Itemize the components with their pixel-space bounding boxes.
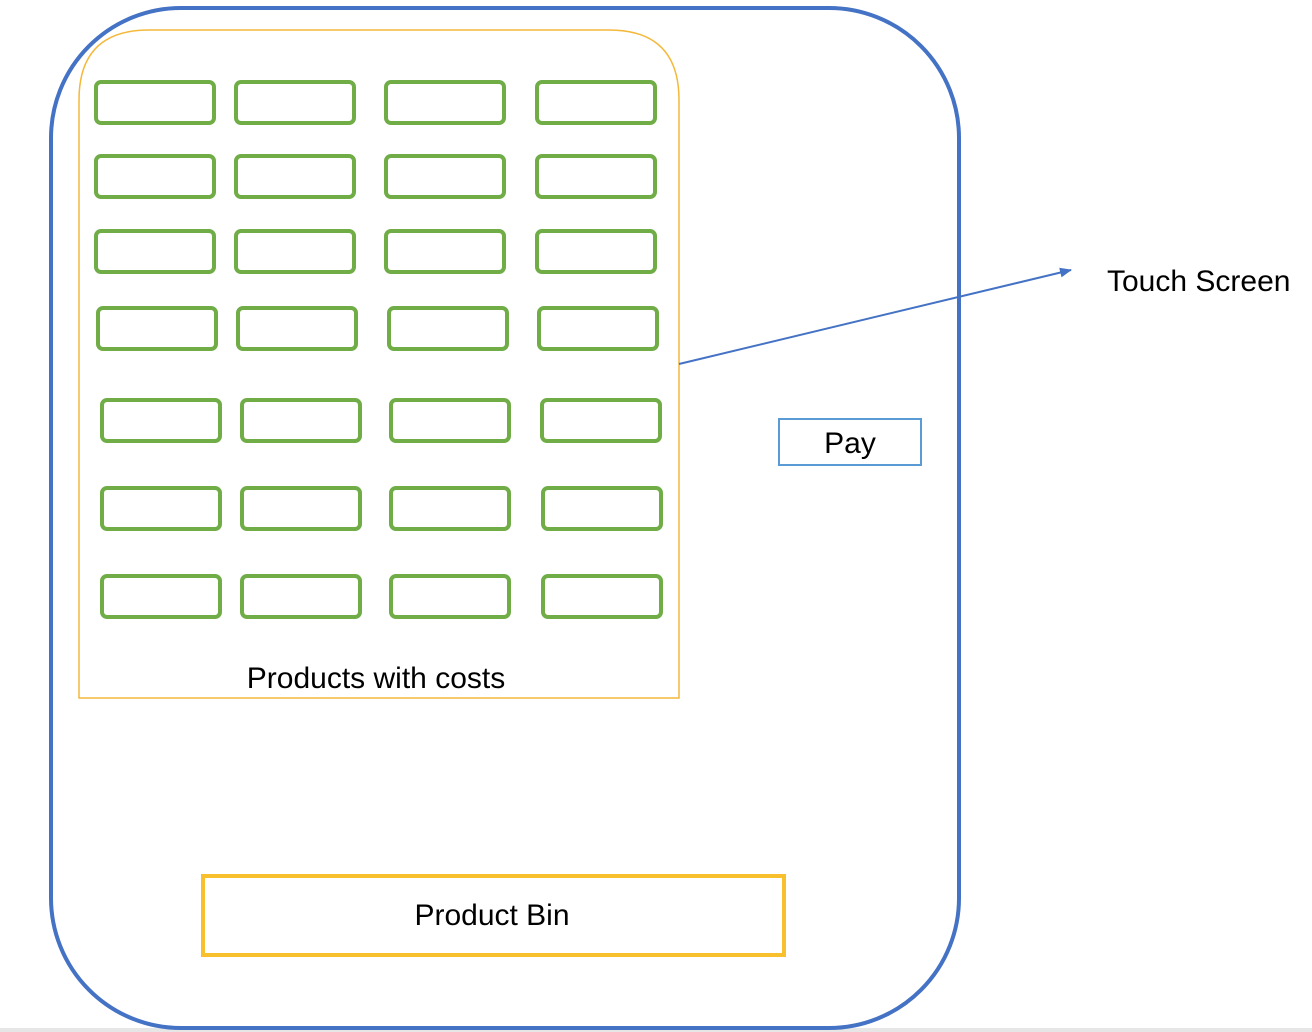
product-slot-r2-c1[interactable] bbox=[94, 154, 216, 199]
product-slot-r1-c4[interactable] bbox=[535, 80, 657, 125]
pay-button-label: Pay bbox=[824, 427, 876, 460]
product-slot-r5-c2[interactable] bbox=[240, 398, 362, 443]
product-slot-r7-c1[interactable] bbox=[100, 574, 222, 619]
product-slot-r6-c2[interactable] bbox=[240, 486, 362, 531]
product-slot-r5-c4[interactable] bbox=[540, 398, 662, 443]
product-slot-r7-c2[interactable] bbox=[240, 574, 362, 619]
product-slot-r6-c4[interactable] bbox=[541, 486, 663, 531]
product-slot-r4-c2[interactable] bbox=[236, 306, 358, 351]
product-bin[interactable]: Product Bin bbox=[201, 874, 786, 957]
products-area-label: Products with costs bbox=[247, 662, 505, 695]
product-slot-r6-c1[interactable] bbox=[100, 486, 222, 531]
touch-screen-callout-arrow bbox=[678, 267, 1072, 365]
product-slot-r7-c4[interactable] bbox=[541, 574, 663, 619]
product-slot-r4-c3[interactable] bbox=[387, 306, 509, 351]
product-slot-r2-c2[interactable] bbox=[234, 154, 356, 199]
product-slot-r5-c3[interactable] bbox=[389, 398, 511, 443]
product-slots-grid bbox=[94, 80, 663, 619]
product-slot-r5-c1[interactable] bbox=[100, 398, 222, 443]
product-slot-r4-c1[interactable] bbox=[96, 306, 218, 351]
product-slot-r3-c1[interactable] bbox=[94, 229, 216, 274]
product-slot-r2-c4[interactable] bbox=[535, 154, 657, 199]
product-bin-label: Product Bin bbox=[414, 899, 569, 932]
product-slot-r1-c2[interactable] bbox=[234, 80, 356, 125]
touch-screen-label: Touch Screen bbox=[1107, 265, 1290, 298]
product-slot-r3-c4[interactable] bbox=[535, 229, 657, 274]
products-area-outline bbox=[78, 29, 680, 699]
product-slot-r7-c3[interactable] bbox=[389, 574, 511, 619]
product-slot-r4-c4[interactable] bbox=[537, 306, 659, 351]
product-slot-r3-c3[interactable] bbox=[384, 229, 506, 274]
product-slot-r1-c1[interactable] bbox=[94, 80, 216, 125]
vending-machine-outline bbox=[49, 6, 961, 1030]
pay-button[interactable]: Pay bbox=[778, 418, 922, 466]
product-slot-r1-c3[interactable] bbox=[384, 80, 506, 125]
product-slot-r6-c3[interactable] bbox=[389, 486, 511, 531]
product-slot-r3-c2[interactable] bbox=[234, 229, 356, 274]
product-slot-r2-c3[interactable] bbox=[384, 154, 506, 199]
